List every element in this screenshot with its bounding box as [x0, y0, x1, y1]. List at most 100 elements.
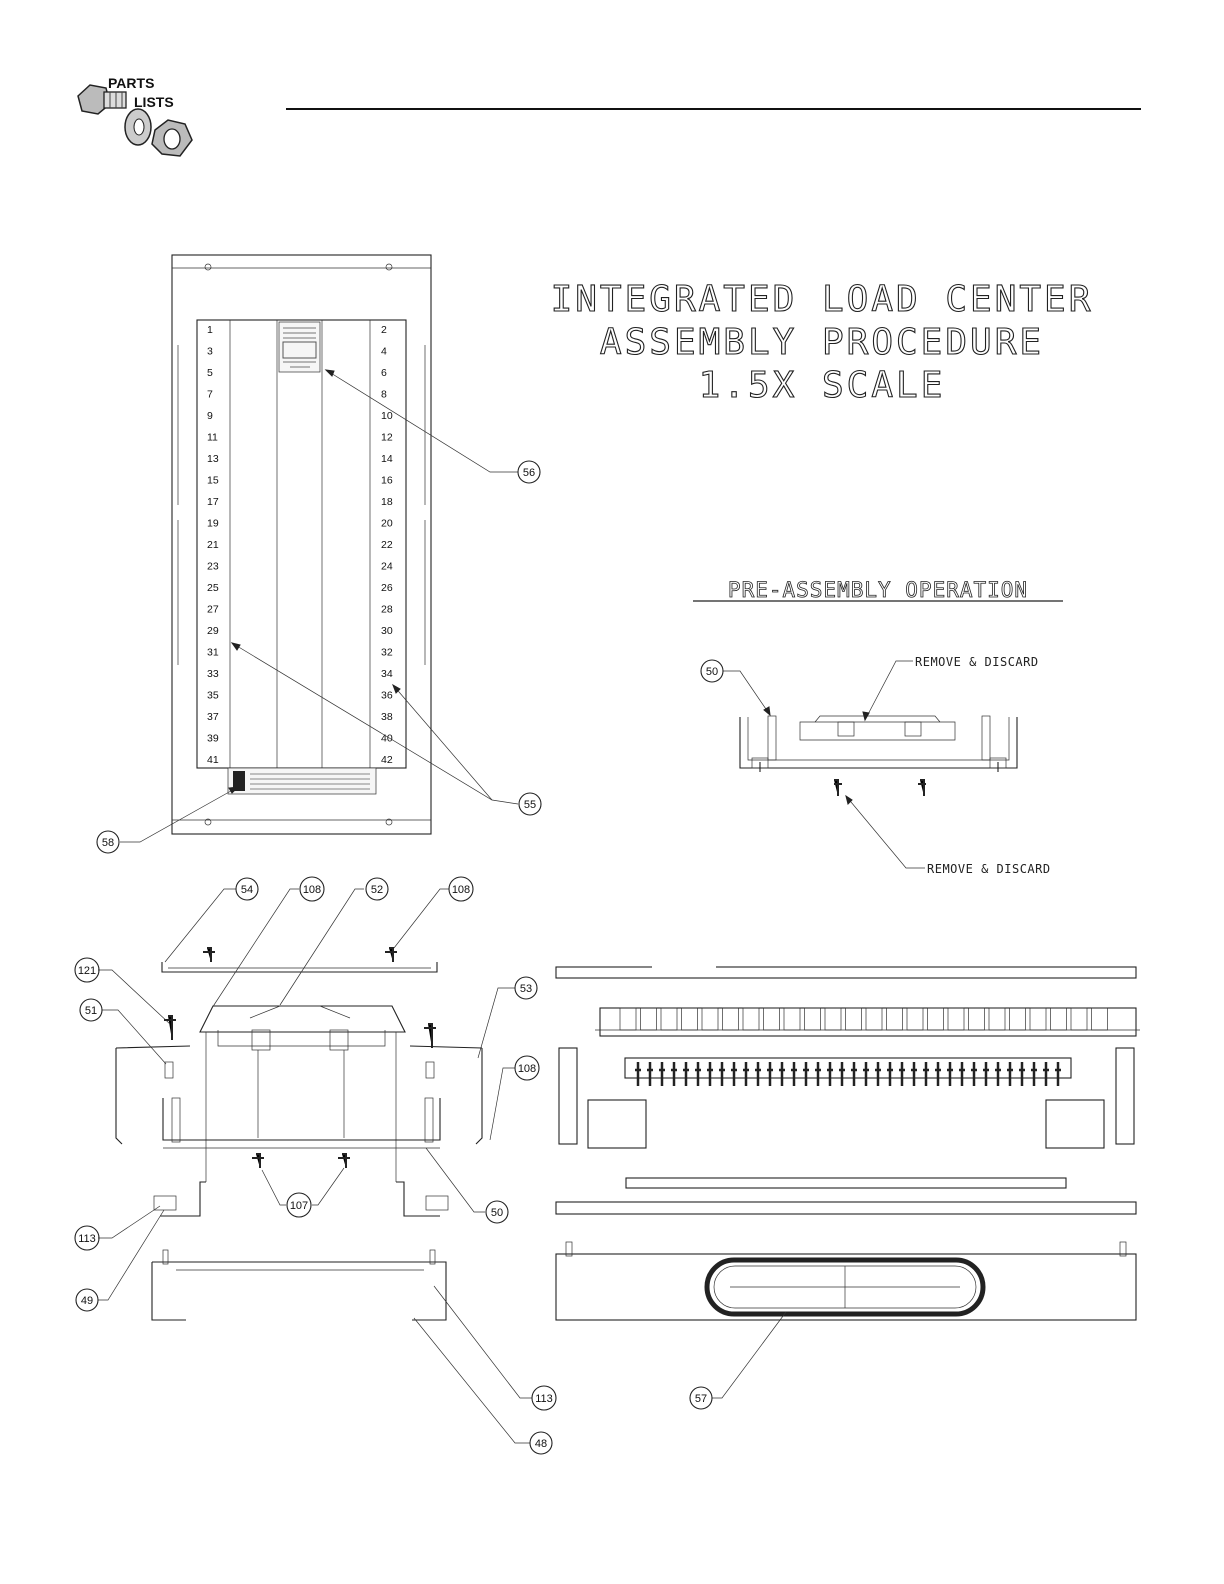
circuit-number: 15: [207, 475, 219, 487]
circuit-number: 25: [207, 582, 219, 594]
svg-text:107: 107: [290, 1200, 308, 1212]
svg-text:108: 108: [452, 884, 470, 896]
callout-113-b: 113: [531, 1385, 557, 1411]
circuit-number: 39: [207, 733, 219, 745]
pre-assembly-view: [739, 715, 1018, 796]
arrowheads: [228, 369, 771, 794]
circuit-number: 21: [207, 539, 219, 551]
circuit-number: 17: [207, 496, 219, 508]
circuit-number: 35: [207, 690, 219, 702]
circuit-number: 33: [207, 668, 219, 680]
circuit-number: 2: [381, 324, 387, 336]
callout-50-pre: 50: [700, 659, 724, 683]
circuit-number: 16: [381, 475, 393, 487]
circuit-number: 30: [381, 625, 393, 637]
circuit-number: 28: [381, 604, 393, 616]
svg-text:51: 51: [85, 1005, 97, 1017]
circuit-number: 41: [207, 754, 219, 766]
svg-text:53: 53: [520, 983, 532, 995]
parts-lists-logo-text: PARTS LISTS: [108, 74, 174, 112]
circuit-number: 27: [207, 604, 219, 616]
circuit-number: 10: [381, 410, 393, 422]
bolt-washer-nut-icon: [77, 84, 193, 157]
circuit-number: 11: [207, 432, 218, 444]
svg-text:113: 113: [78, 1233, 96, 1245]
callout-113-a: 113: [74, 1225, 100, 1251]
logo-line2: LISTS: [134, 94, 174, 110]
callout-108-b: 108: [448, 876, 474, 902]
circuit-number: 18: [381, 496, 393, 508]
remove-discard-note-bottom: REMOVE & DISCARD: [927, 862, 1051, 876]
circuit-number: 13: [207, 453, 219, 465]
callout-107: 107: [286, 1192, 312, 1218]
circuit-number: 40: [381, 733, 393, 745]
circuit-number: 38: [381, 711, 393, 723]
callout-54: 54: [235, 877, 259, 901]
circuit-number: 1: [207, 324, 213, 336]
svg-text:108: 108: [518, 1063, 536, 1075]
circuit-number: 29: [207, 625, 219, 637]
panel-front-view: [171, 254, 432, 835]
circuit-number: 7: [207, 389, 213, 401]
svg-text:50: 50: [491, 1207, 503, 1219]
exploded-assembly-right: [555, 966, 1140, 1321]
svg-text:108: 108: [303, 884, 321, 896]
svg-text:48: 48: [535, 1438, 547, 1450]
title-line1: INTEGRATED LOAD CENTER: [551, 279, 1094, 320]
callout-57: 57: [689, 1386, 713, 1410]
svg-text:56: 56: [523, 467, 535, 479]
header-rule: [286, 108, 1141, 110]
circuit-number: 36: [381, 690, 393, 702]
callout-108-c: 108: [514, 1055, 540, 1081]
title-line2: ASSEMBLY PROCEDURE: [600, 322, 1044, 363]
title-line3: 1.5X SCALE: [699, 365, 946, 406]
callout-108-a: 108: [299, 876, 325, 902]
circuit-number: 14: [381, 453, 393, 465]
circuit-number: 20: [381, 518, 393, 530]
circuit-number: 6: [381, 367, 387, 379]
callout-55: 55: [518, 792, 542, 816]
callout-51: 51: [79, 998, 103, 1022]
circuit-number: 19: [207, 518, 219, 530]
callout-121: 121: [74, 957, 100, 983]
pre-assembly-heading: PRE-ASSEMBLY OPERATION: [728, 578, 1028, 602]
remove-discard-note-top: REMOVE & DISCARD: [915, 655, 1039, 669]
circuit-number: 8: [381, 389, 387, 401]
svg-text:58: 58: [102, 837, 114, 849]
circuit-number: 3: [207, 346, 213, 358]
callout-49: 49: [75, 1288, 99, 1312]
circuit-number: 5: [207, 367, 213, 379]
svg-text:57: 57: [695, 1393, 707, 1405]
circuit-number: 42: [381, 754, 393, 766]
svg-text:113: 113: [535, 1393, 553, 1405]
callout-58: 58: [96, 830, 120, 854]
circuit-number: 32: [381, 647, 393, 659]
svg-text:54: 54: [241, 884, 253, 896]
circuit-number: 31: [207, 647, 219, 659]
circuit-number: 9: [207, 410, 213, 422]
callout-bubbles: 56 55 58 50 54 108 52 108 121 51 53 108 …: [74, 460, 724, 1455]
svg-text:49: 49: [81, 1295, 93, 1307]
circuit-number: 12: [381, 432, 393, 444]
exploded-assembly-left: [115, 947, 483, 1321]
circuit-number: 34: [381, 668, 393, 680]
panel-label-58: [227, 767, 377, 795]
svg-text:121: 121: [78, 965, 96, 977]
circuit-number: 4: [381, 346, 387, 358]
circuit-number: 26: [381, 582, 393, 594]
svg-text:55: 55: [524, 799, 536, 811]
callout-56: 56: [517, 460, 541, 484]
callout-52: 52: [365, 877, 389, 901]
circuit-number: 24: [381, 561, 393, 573]
circuit-number: 22: [381, 539, 393, 551]
svg-text:50: 50: [706, 666, 718, 678]
svg-text:52: 52: [371, 884, 383, 896]
callout-50-exploded: 50: [485, 1200, 509, 1224]
callout-48: 48: [529, 1431, 553, 1455]
leader-lines: [98, 369, 787, 1444]
callout-53: 53: [514, 976, 538, 1000]
panel-label-56: [278, 321, 321, 373]
